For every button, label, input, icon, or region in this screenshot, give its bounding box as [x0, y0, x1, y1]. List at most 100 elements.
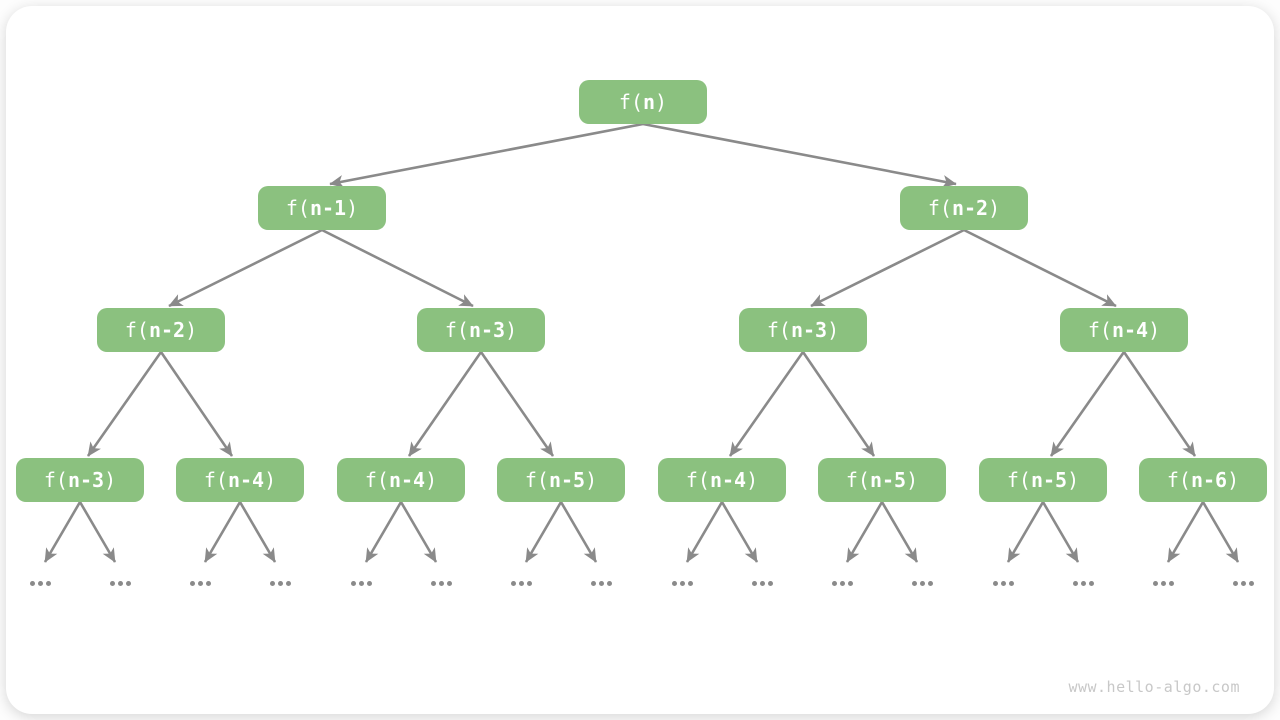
- ellipsis-dot: [285, 580, 291, 586]
- ellipsis-leaf: [1072, 580, 1094, 586]
- ellipsis-dot: [919, 580, 925, 586]
- ellipsis-dot: [671, 580, 677, 586]
- ellipsis-leaf: [430, 580, 452, 586]
- ellipsis-dot: [366, 580, 372, 586]
- ellipsis-dot: [37, 580, 43, 586]
- watermark: www.hello-algo.com: [1068, 678, 1240, 696]
- node-label-arg: n-3: [67, 468, 105, 492]
- node-label-sfx: ): [1227, 468, 1240, 492]
- ellipsis-dot: [125, 580, 131, 586]
- ellipsis-dot: [1232, 580, 1238, 586]
- node-label-pfx: f(: [685, 468, 710, 492]
- node-label-sfx: ): [906, 468, 919, 492]
- ellipsis-leaf: [269, 580, 291, 586]
- node-label-arg: n-5: [548, 468, 586, 492]
- node-label-sfx: ): [827, 318, 840, 342]
- node-label-pfx: f(: [203, 468, 228, 492]
- ellipsis-dot: [759, 580, 765, 586]
- ellipsis-dot: [197, 580, 203, 586]
- node-label-arg: n-1: [309, 196, 347, 220]
- node-label-sfx: ): [746, 468, 759, 492]
- node-label-sfx: ): [505, 318, 518, 342]
- ellipsis-leaf: [911, 580, 933, 586]
- ellipsis-dot: [1160, 580, 1166, 586]
- tree-node-bb: f(n-4): [1060, 308, 1188, 352]
- tree-node-abb: f(n-5): [497, 458, 625, 502]
- ellipsis-dot: [269, 580, 275, 586]
- ellipsis-leaf: [831, 580, 853, 586]
- ellipsis-dot: [350, 580, 356, 586]
- ellipsis-dot: [927, 580, 933, 586]
- ellipsis-dot: [205, 580, 211, 586]
- tree-node-aba: f(n-4): [337, 458, 465, 502]
- ellipsis-dot: [45, 580, 51, 586]
- ellipsis-dot: [606, 580, 612, 586]
- node-label-sfx: ): [988, 196, 1001, 220]
- tree-node-bab: f(n-5): [818, 458, 946, 502]
- tree-node-bba: f(n-5): [979, 458, 1107, 502]
- tree-node-baa: f(n-4): [658, 458, 786, 502]
- node-label-arg: n-4: [227, 468, 265, 492]
- ellipsis-dot: [847, 580, 853, 586]
- node-label-sfx: ): [264, 468, 277, 492]
- node-label-pfx: f(: [1006, 468, 1031, 492]
- ellipsis-dot: [510, 580, 516, 586]
- node-label-pfx: f(: [927, 196, 952, 220]
- ellipsis-dot: [1072, 580, 1078, 586]
- node-label-pfx: f(: [1087, 318, 1112, 342]
- ellipsis-dot: [839, 580, 845, 586]
- tree-node-aa: f(n-2): [97, 308, 225, 352]
- node-label-sfx: ): [655, 90, 668, 114]
- ellipsis-dot: [1000, 580, 1006, 586]
- node-label-sfx: ): [1067, 468, 1080, 492]
- ellipsis-leaf: [590, 580, 612, 586]
- ellipsis-dot: [1240, 580, 1246, 586]
- ellipsis-leaf: [751, 580, 773, 586]
- ellipsis-dot: [767, 580, 773, 586]
- ellipsis-dot: [679, 580, 685, 586]
- node-label-arg: n-3: [468, 318, 506, 342]
- tree-node-bbb: f(n-6): [1139, 458, 1267, 502]
- node-label-pfx: f(: [124, 318, 149, 342]
- node-label-pfx: f(: [1166, 468, 1191, 492]
- ellipsis-dot: [518, 580, 524, 586]
- ellipsis-dot: [109, 580, 115, 586]
- node-label-pfx: f(: [766, 318, 791, 342]
- ellipsis-leaf: [1232, 580, 1254, 586]
- ellipsis-dot: [598, 580, 604, 586]
- node-label-arg: n-5: [869, 468, 907, 492]
- node-label-pfx: f(: [524, 468, 549, 492]
- ellipsis-dot: [992, 580, 998, 586]
- node-label-arg: n-5: [1030, 468, 1068, 492]
- ellipsis-dot: [1168, 580, 1174, 586]
- ellipsis-dot: [1080, 580, 1086, 586]
- ellipsis-leaf: [992, 580, 1014, 586]
- tree-node-a: f(n-1): [258, 186, 386, 230]
- tree-node-aaa: f(n-3): [16, 458, 144, 502]
- node-label-sfx: ): [346, 196, 359, 220]
- node-label-pfx: f(: [618, 90, 643, 114]
- ellipsis-dot: [430, 580, 436, 586]
- ellipsis-dot: [358, 580, 364, 586]
- ellipsis-dot: [117, 580, 123, 586]
- node-label-arg: n-4: [709, 468, 747, 492]
- node-label-pfx: f(: [285, 196, 310, 220]
- tree-node-root: f(n): [579, 80, 707, 124]
- tree-node-b: f(n-2): [900, 186, 1028, 230]
- ellipsis-leaf: [350, 580, 372, 586]
- ellipsis-leaf: [189, 580, 211, 586]
- node-label-arg: n-6: [1190, 468, 1228, 492]
- ellipsis-dot: [189, 580, 195, 586]
- node-label-sfx: ): [104, 468, 117, 492]
- node-label-sfx: ): [185, 318, 198, 342]
- node-label-pfx: f(: [444, 318, 469, 342]
- ellipsis-dot: [446, 580, 452, 586]
- ellipsis-leaf: [29, 580, 51, 586]
- node-label-sfx: ): [425, 468, 438, 492]
- node-label-pfx: f(: [845, 468, 870, 492]
- ellipsis-leaf: [510, 580, 532, 586]
- ellipsis-leaf: [671, 580, 693, 586]
- node-label-pfx: f(: [364, 468, 389, 492]
